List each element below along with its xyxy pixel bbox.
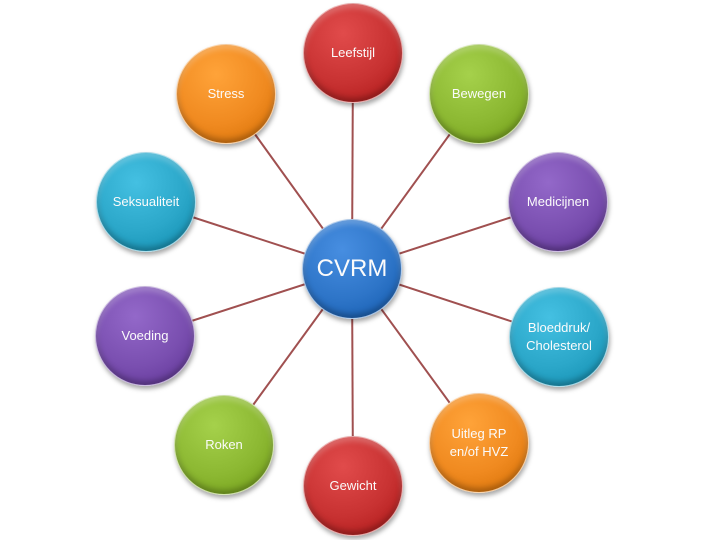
node-seksualiteit: Seksualiteit [96,152,196,252]
node-label: CVRM [316,254,388,282]
node-label: en/of HVZ [449,444,509,459]
node-label: Uitleg RP [451,426,507,442]
node-voeding: Voeding [95,286,195,386]
node-label: Leefstijl [330,45,376,61]
node-label: Stress [207,86,245,102]
node-label: Bloeddruk/ [527,320,591,336]
node-gewicht: Gewicht [303,436,403,536]
node-bewegen: Bewegen [429,44,529,144]
node-label: Roken [205,437,243,453]
node-uitleg: Uitleg RP en/of HVZ [429,393,529,493]
node-bloeddruk: Bloeddruk/Cholesterol [509,287,609,387]
node-roken: Roken [174,395,274,495]
node-label: Seksualiteit [112,194,180,210]
node-medicijnen: Medicijnen [508,152,608,252]
center-node-cvrm: CVRM [302,219,402,319]
node-label: Gewicht [329,478,377,494]
node-label: Voeding [121,328,169,344]
node-leefstijl: Leefstijl [303,3,403,103]
node-label: Bewegen [451,86,507,102]
node-label: Cholesterol [526,338,592,353]
node-label: Medicijnen [526,194,590,210]
node-stress: Stress [176,44,276,144]
